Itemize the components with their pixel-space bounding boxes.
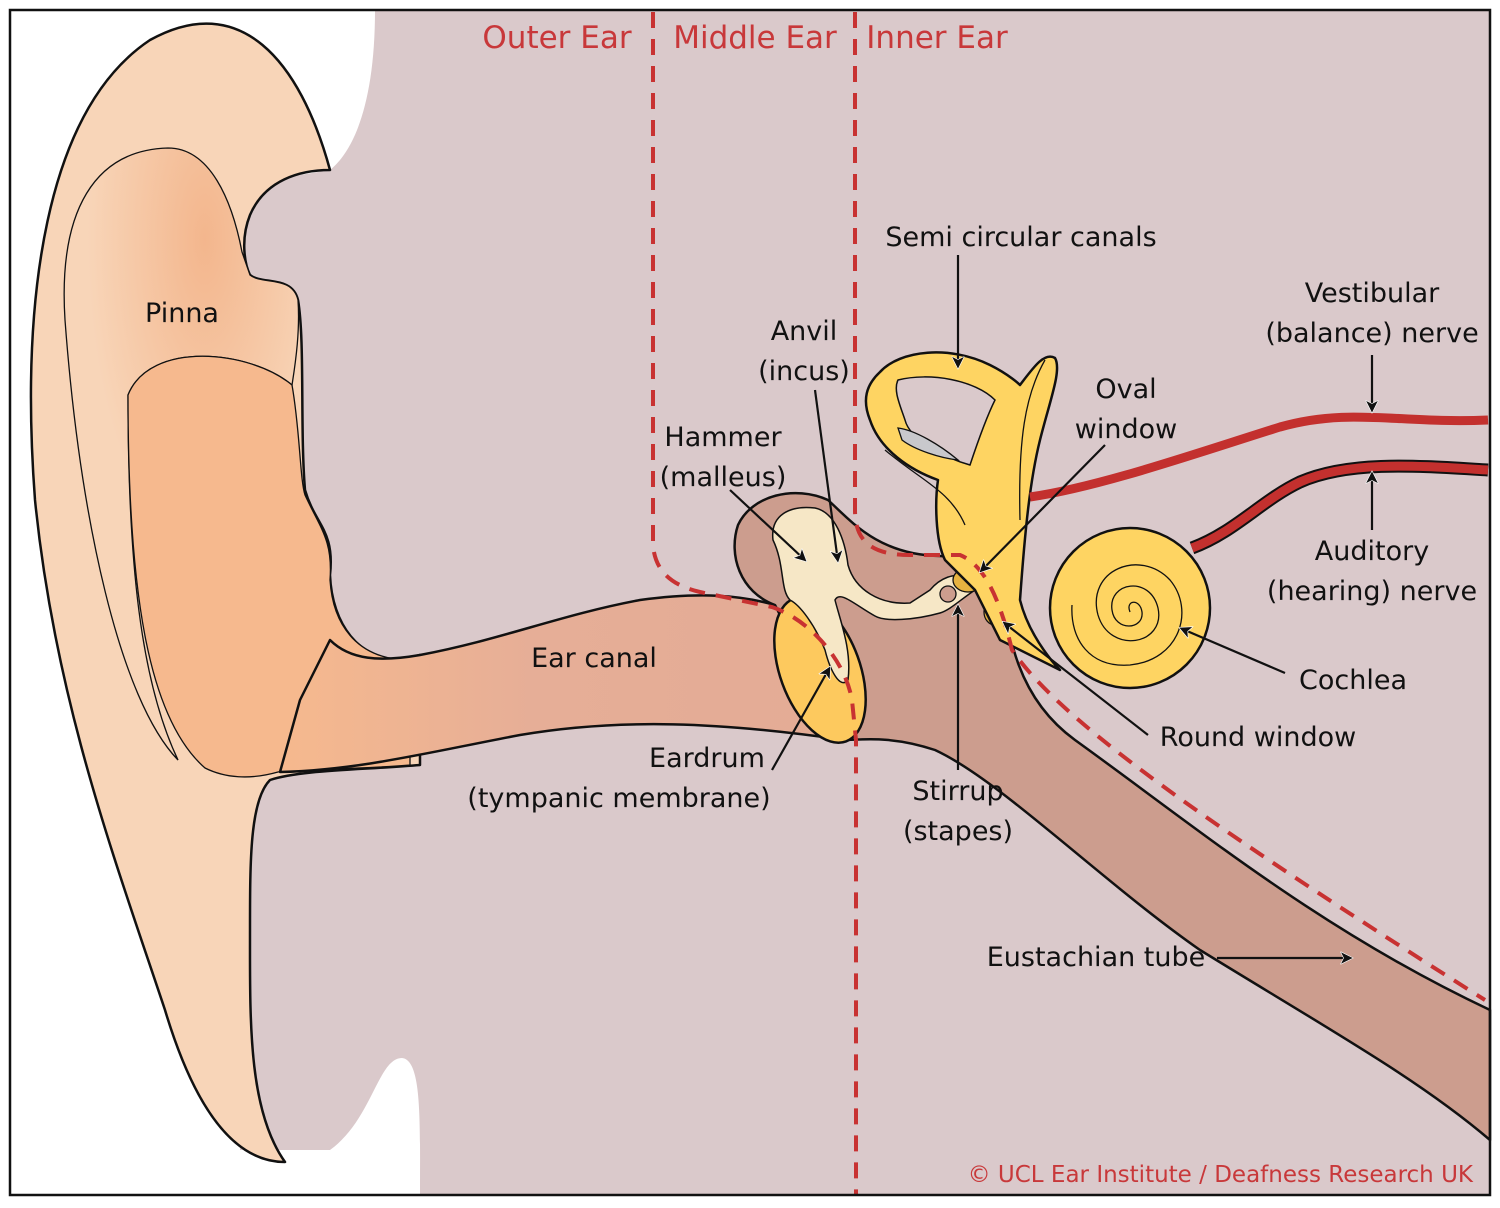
label-eardrum-2: (tympanic membrane) (467, 783, 770, 814)
pointer-lines (729, 255, 1372, 958)
middle-inner-boundary (853, 12, 1487, 1002)
vestibular-nerve (1029, 412, 1489, 502)
cochlea-spiral (1071, 564, 1183, 666)
label-oval-2: window (1075, 414, 1177, 445)
label-eardrum-1: Eardrum (649, 743, 765, 774)
label-vestibular-1: Vestibular (1305, 278, 1440, 309)
label-auditory-2: (hearing) nerve (1267, 576, 1477, 607)
label-cochlea: Cochlea (1299, 665, 1407, 696)
section-outer-ear: Outer Ear (482, 20, 631, 56)
semicircular-inner-hole (895, 376, 996, 466)
section-middle-ear: Middle Ear (673, 20, 837, 56)
stirrup-bone (939, 585, 957, 603)
copyright-notice: © UCL Ear Institute / Deafness Research … (968, 1162, 1474, 1188)
label-stirrup-2: (stapes) (903, 816, 1013, 847)
label-oval-1: Oval (1095, 374, 1156, 405)
section-inner-ear: Inner Ear (866, 20, 1008, 56)
label-anvil-2: (incus) (758, 356, 850, 387)
label-round-window: Round window (1160, 722, 1356, 753)
label-pinna: Pinna (145, 298, 219, 329)
label-auditory-1: Auditory (1315, 536, 1429, 567)
hammer-anvil-bones (772, 506, 977, 684)
auditory-nerve (1190, 461, 1489, 553)
label-anvil-1: Anvil (771, 316, 838, 347)
label-vestibular-2: (balance) nerve (1265, 318, 1478, 349)
cochlea-shape (1048, 526, 1212, 690)
label-ear-canal: Ear canal (531, 643, 657, 674)
outer-middle-boundary (651, 12, 858, 1195)
frame-border (8, 8, 1492, 1197)
label-hammer-1: Hammer (664, 422, 782, 453)
lateral-canal-hole (897, 427, 961, 461)
label-hammer-2: (malleus) (660, 462, 787, 493)
middle-ear-cavity (733, 491, 1492, 1142)
label-stirrup-1: Stirrup (912, 776, 1003, 807)
label-eustachian-tube: Eustachian tube (987, 942, 1206, 973)
label-semicircular-canals: Semi circular canals (885, 222, 1156, 253)
